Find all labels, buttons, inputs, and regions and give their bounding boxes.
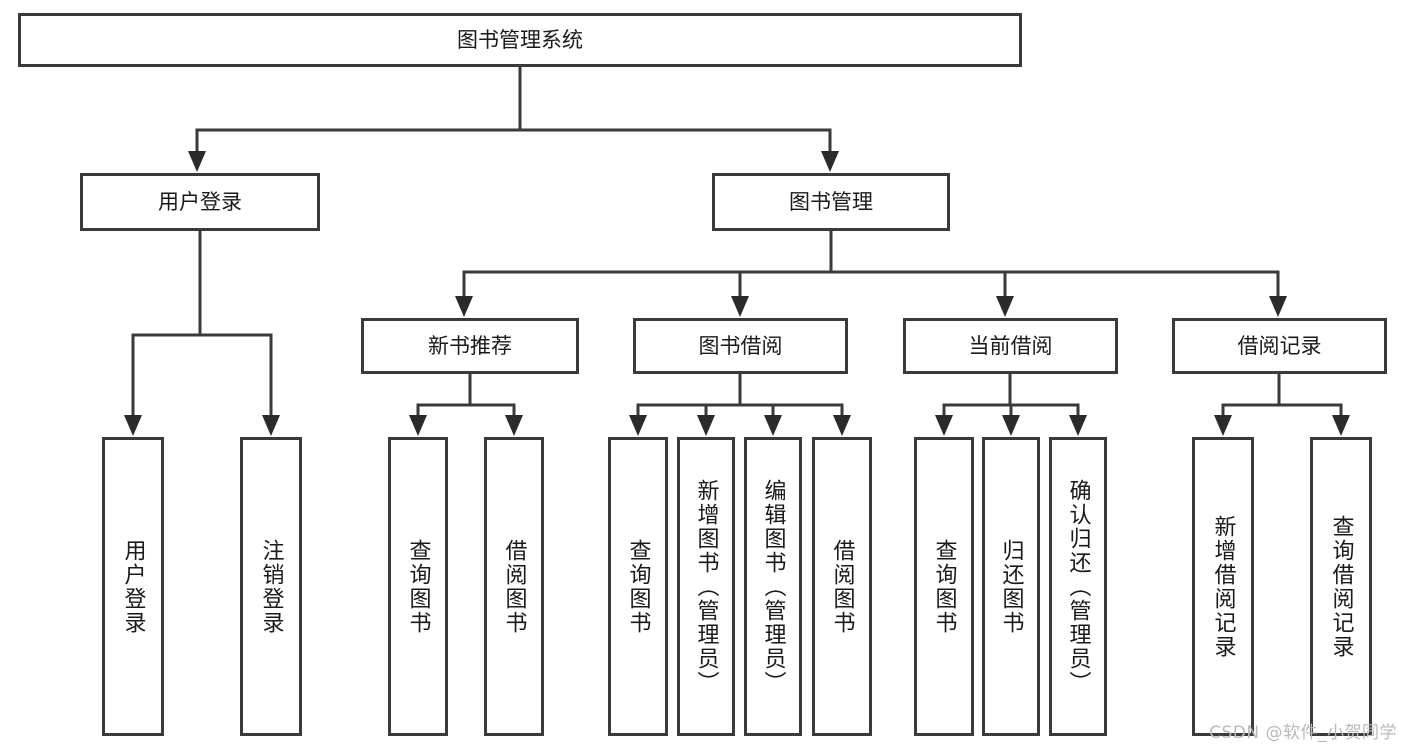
edge-path: [740, 403, 844, 421]
level3-node-label: 图书借阅: [699, 334, 783, 358]
level3-node-box[interactable]: [361, 318, 579, 374]
arrow-head-icon: [1332, 415, 1350, 436]
edge-connector: [740, 403, 851, 436]
leaf-node-box[interactable]: [982, 437, 1040, 736]
edge-path: [738, 270, 831, 302]
arrow-head-icon: [1002, 415, 1020, 436]
edge-connector: [1279, 403, 1350, 436]
node-box-layer: [18, 13, 1387, 736]
leaf-node-box[interactable]: [812, 437, 872, 736]
edge-connector: [200, 333, 280, 436]
arrow-head-icon: [124, 415, 142, 436]
edge-path: [831, 270, 1280, 302]
leaf-node-box[interactable]: [677, 437, 735, 736]
level2-node-label: 图书管理: [789, 190, 873, 214]
arrow-head-icon: [1214, 415, 1232, 436]
edge-path: [942, 403, 1010, 421]
arrow-head-icon: [996, 296, 1014, 317]
arrow-head-icon: [629, 415, 647, 436]
level2-node-box[interactable]: [80, 173, 320, 231]
edge-path: [1221, 403, 1279, 421]
root-node-label: 图书管理系统: [457, 28, 583, 52]
edge-path: [831, 270, 1007, 302]
edge-connector: [731, 270, 831, 317]
edge-connector: [831, 270, 1287, 317]
edge-connector: [124, 333, 200, 436]
arrow-head-icon: [764, 415, 782, 436]
arrow-head-icon: [262, 415, 280, 436]
leaf-node-box[interactable]: [744, 437, 802, 736]
leaf-node-box[interactable]: [102, 437, 164, 736]
edge-connector: [831, 270, 1014, 317]
arrow-head-icon: [935, 415, 953, 436]
edge-path: [462, 270, 831, 302]
watermark-text: CSDN @软件_小贺同学: [1209, 723, 1397, 743]
edge-connector: [1214, 403, 1279, 436]
level2-node-label: 用户登录: [158, 190, 242, 214]
edge-path: [636, 403, 740, 421]
leaf-node-box[interactable]: [1310, 437, 1372, 736]
level3-node-box[interactable]: [1172, 318, 1387, 374]
edge-connector: [697, 403, 740, 436]
level3-node-label: 当前借阅: [969, 334, 1053, 358]
leaf-node-box[interactable]: [1049, 437, 1107, 736]
edge-path: [200, 333, 273, 421]
edge-connector: [1010, 403, 1087, 436]
edge-connector: [740, 403, 782, 436]
leaf-node-box[interactable]: [240, 437, 302, 736]
arrow-head-icon: [505, 415, 523, 436]
edge-connector: [1002, 403, 1020, 436]
level3-node-label: 借阅记录: [1238, 334, 1322, 358]
leaf-node-box[interactable]: [1192, 437, 1254, 736]
edge-connector: [935, 403, 1010, 436]
arrow-head-icon: [731, 296, 749, 317]
edge-path: [131, 333, 200, 421]
edge-connector: [455, 270, 831, 317]
edge-path: [416, 403, 470, 421]
leaf-node-box[interactable]: [484, 437, 544, 736]
edge-connector: [629, 403, 740, 436]
arrow-head-icon: [821, 151, 839, 172]
root-node-box[interactable]: [18, 13, 1022, 67]
leaf-node-box[interactable]: [388, 437, 448, 736]
edge-path: [1010, 403, 1080, 421]
leaf-node-box[interactable]: [608, 437, 668, 736]
arrow-head-icon: [1069, 415, 1087, 436]
edge-path: [520, 128, 832, 157]
edge-path: [195, 128, 520, 157]
leaf-node-box[interactable]: [914, 437, 974, 736]
arrow-head-icon: [1269, 296, 1287, 317]
arrow-head-icon: [455, 296, 473, 317]
edge-path: [1279, 403, 1343, 421]
edge-connector: [470, 403, 523, 436]
arrow-head-icon: [833, 415, 851, 436]
arrow-head-icon: [697, 415, 715, 436]
level2-node-box[interactable]: [712, 173, 950, 231]
arrow-head-icon: [409, 415, 427, 436]
edge-connector: [520, 128, 839, 172]
connector-layer: [124, 67, 1350, 436]
level3-node-label: 新书推荐: [428, 334, 512, 358]
level3-node-box[interactable]: [633, 318, 848, 374]
arrow-head-icon: [188, 151, 206, 172]
level3-node-box[interactable]: [903, 318, 1118, 374]
edge-connector: [188, 128, 520, 172]
edge-connector: [409, 403, 470, 436]
